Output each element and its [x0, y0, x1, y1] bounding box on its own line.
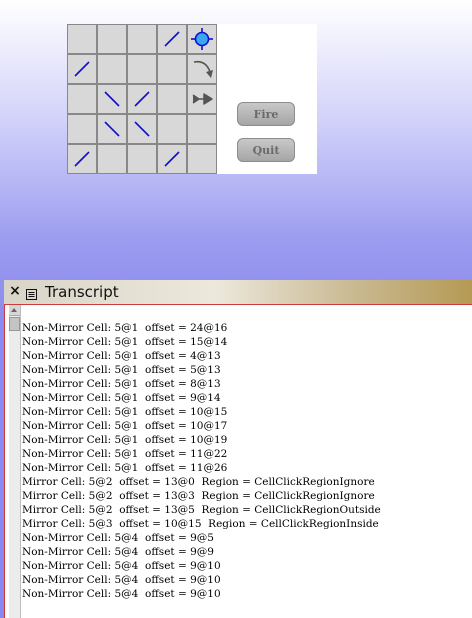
grid-cell[interactable]	[158, 115, 186, 143]
grid-cell[interactable]	[98, 25, 126, 53]
grid-cell[interactable]	[158, 55, 186, 83]
grid-cell[interactable]	[68, 115, 96, 143]
transcript-line: Non-Mirror Cell: 5@1 offset = 10@17	[22, 420, 228, 432]
transcript-line: Non-Mirror Cell: 5@4 offset = 9@10	[22, 560, 221, 572]
laser-gun-icon[interactable]	[188, 85, 216, 113]
grid-cell[interactable]	[98, 145, 126, 173]
grid-cell[interactable]	[188, 115, 216, 143]
transcript-line: Non-Mirror Cell: 5@1 offset = 4@13	[22, 350, 221, 362]
mirror-forward-cell[interactable]	[158, 25, 186, 53]
mirror-line	[104, 121, 120, 137]
mirror-back-cell[interactable]	[98, 115, 126, 143]
transcript-line: Non-Mirror Cell: 5@4 offset = 9@10	[22, 574, 221, 586]
mirror-forward-cell[interactable]	[68, 145, 96, 173]
quit-button[interactable]: Quit	[237, 138, 295, 162]
transcript-line: Non-Mirror Cell: 5@4 offset = 9@10	[22, 588, 221, 600]
transcript-line: Non-Mirror Cell: 5@4 offset = 9@9	[22, 546, 214, 558]
scroll-up-arrow-icon[interactable]	[9, 305, 20, 316]
vertical-scrollbar[interactable]	[9, 305, 21, 618]
window-menu-icon[interactable]	[26, 285, 37, 300]
close-icon[interactable]: ×	[9, 283, 21, 299]
fire-button[interactable]: Fire	[237, 102, 295, 126]
transcript-title: Transcript	[45, 283, 119, 301]
transcript-line: Non-Mirror Cell: 5@1 offset = 10@15	[22, 406, 228, 418]
mirror-back-cell[interactable]	[98, 85, 126, 113]
transcript-window: × Transcript Non-Mirror Cell: 5@1 offset…	[4, 280, 472, 618]
rotate-arrow-icon[interactable]	[188, 55, 216, 83]
transcript-content[interactable]	[4, 304, 472, 618]
mirror-line	[134, 91, 150, 107]
target-icon[interactable]	[188, 25, 216, 53]
mirror-forward-cell[interactable]	[68, 55, 96, 83]
transcript-line: Non-Mirror Cell: 5@1 offset = 11@22	[22, 448, 228, 460]
laser-game-panel: Fire Quit	[67, 24, 317, 174]
grid-cell[interactable]	[188, 145, 216, 173]
transcript-line: Non-Mirror Cell: 5@4 offset = 9@5	[22, 532, 214, 544]
mirror-grid	[67, 24, 217, 174]
transcript-line: Non-Mirror Cell: 5@1 offset = 11@26	[22, 462, 228, 474]
grid-cell[interactable]	[158, 85, 186, 113]
mirror-back-cell[interactable]	[128, 115, 156, 143]
grid-cell[interactable]	[128, 25, 156, 53]
transcript-title-bar[interactable]: × Transcript	[4, 280, 472, 304]
transcript-line: Mirror Cell: 5@2 offset = 13@3 Region = …	[22, 490, 375, 502]
transcript-line: Mirror Cell: 5@3 offset = 10@15 Region =…	[22, 518, 379, 530]
mirror-line	[74, 151, 90, 167]
transcript-line: Non-Mirror Cell: 5@1 offset = 5@13	[22, 364, 221, 376]
grid-cell[interactable]	[128, 55, 156, 83]
mirror-line	[164, 31, 180, 47]
transcript-line: Mirror Cell: 5@2 offset = 13@5 Region = …	[22, 504, 381, 516]
transcript-line: Non-Mirror Cell: 5@1 offset = 24@16	[22, 322, 228, 334]
transcript-line: Non-Mirror Cell: 5@1 offset = 8@13	[22, 378, 221, 390]
grid-cell[interactable]	[68, 85, 96, 113]
mirror-line	[134, 121, 150, 137]
transcript-line: Non-Mirror Cell: 5@1 offset = 9@14	[22, 392, 221, 404]
scroll-thumb[interactable]	[9, 317, 20, 331]
transcript-line: Mirror Cell: 5@2 offset = 13@0 Region = …	[22, 476, 375, 488]
grid-cell[interactable]	[98, 55, 126, 83]
mirror-line	[164, 151, 180, 167]
transcript-line: Non-Mirror Cell: 5@1 offset = 10@19	[22, 434, 228, 446]
transcript-line: Non-Mirror Cell: 5@1 offset = 15@14	[22, 336, 228, 348]
mirror-line	[104, 91, 120, 107]
mirror-line	[74, 61, 90, 77]
mirror-forward-cell[interactable]	[128, 85, 156, 113]
grid-cell[interactable]	[68, 25, 96, 53]
grid-cell[interactable]	[128, 145, 156, 173]
mirror-forward-cell[interactable]	[158, 145, 186, 173]
